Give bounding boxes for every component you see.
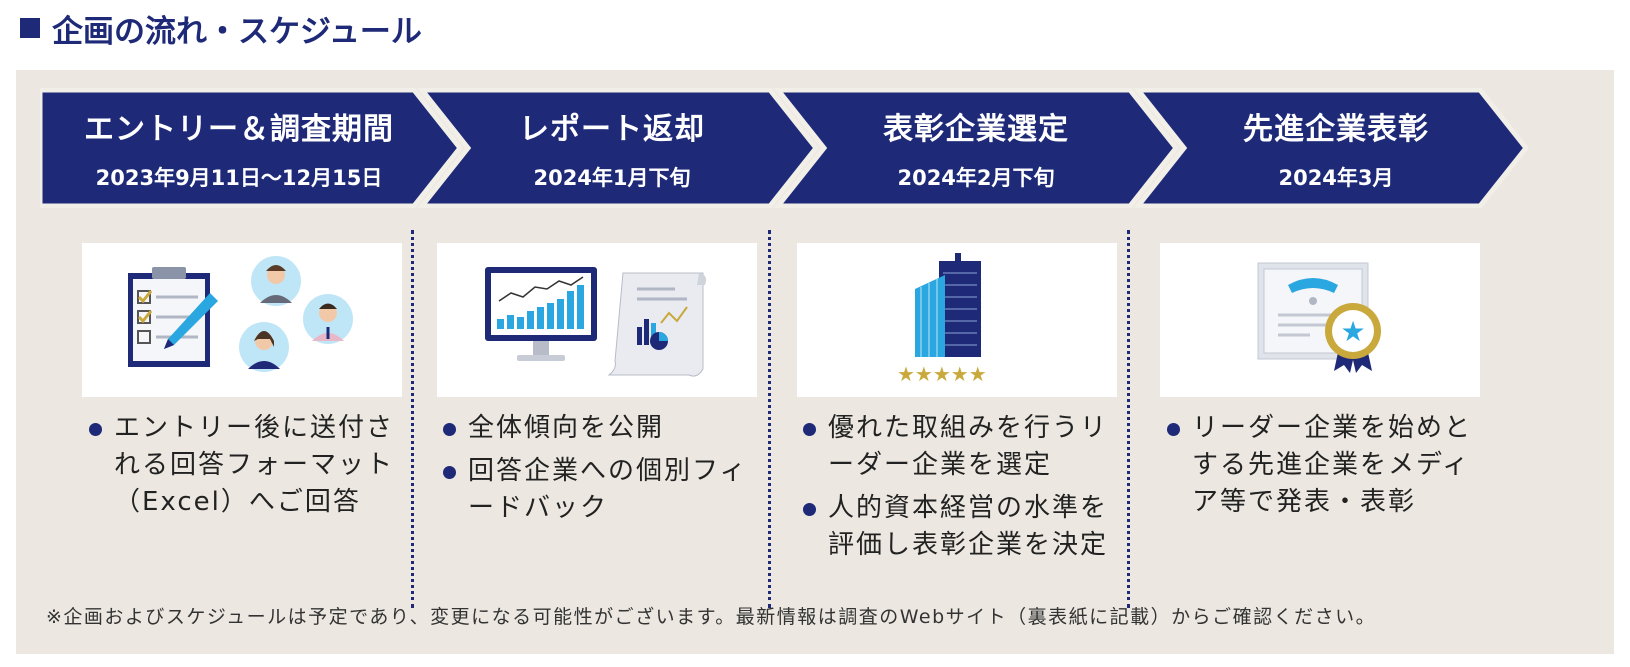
- step-4-title: 先進企業表彰: [1243, 112, 1429, 147]
- step-2-bullets: 全体傾向を公開 回答企業への個別フィードバック: [440, 410, 760, 533]
- bullet-item: リーダー企業を始めとする先進企業をメディア等で発表・表彰: [1164, 410, 1474, 521]
- svg-text:★: ★: [1340, 315, 1365, 348]
- step-4-header: 先進企業表彰 2024年3月: [1176, 88, 1496, 208]
- section-title-text: 企画の流れ・スケジュール: [52, 13, 422, 50]
- building-stars-icon: ★★★★★: [897, 253, 987, 386]
- monitor-chart-icon: [485, 267, 597, 361]
- step-1-bullets: エントリー後に送付される回答フォーマット（Excel）へご回答: [86, 410, 396, 527]
- step-2-illustration: [437, 243, 757, 397]
- section-title: 企画の流れ・スケジュール: [20, 6, 422, 50]
- bullet-item: 回答企業への個別フィードバック: [440, 453, 760, 527]
- step-arrow-2: [417, 88, 820, 208]
- bullet-item: エントリー後に送付される回答フォーマット（Excel）へご回答: [86, 410, 396, 521]
- step-4-date: 2024年3月: [1278, 166, 1394, 190]
- process-arrows: [40, 88, 1528, 208]
- bullet-item: 全体傾向を公開: [440, 410, 760, 447]
- step-arrow-1: [40, 88, 464, 208]
- checklist-pen-icon: [128, 267, 218, 367]
- step-2-title: レポート返却: [519, 112, 705, 147]
- square-bullet-icon: [20, 18, 40, 38]
- step-3-illustration: ★★★★★: [797, 243, 1117, 397]
- step-divider: [1127, 230, 1130, 608]
- certificate-award-icon: ★: [1257, 262, 1381, 373]
- svg-text:★★★★★: ★★★★★: [897, 362, 987, 386]
- step-1-date: 2023年9月11日～12月15日: [95, 166, 383, 190]
- step-4-illustration: ★: [1160, 243, 1480, 397]
- step-arrow-3: [773, 88, 1180, 208]
- step-divider: [768, 230, 771, 608]
- schedule-panel: エントリー＆調査期間 2023年9月11日～12月15日 レポート返却 2024…: [16, 70, 1614, 654]
- step-1-title: エントリー＆調査期間: [84, 112, 394, 147]
- step-4-bullets: リーダー企業を始めとする先進企業をメディア等で発表・表彰: [1164, 410, 1474, 527]
- schedule-note: ※企画およびスケジュールは予定であり、変更になる可能性がございます。最新情報は調…: [46, 606, 1377, 628]
- bullet-item: 優れた取組みを行うリーダー企業を選定: [800, 410, 1110, 484]
- step-3-date: 2024年2月下旬: [897, 166, 1055, 190]
- people-icon: [239, 256, 353, 372]
- bullet-item: 人的資本経営の水準を評価し表彰企業を決定: [800, 490, 1110, 564]
- step-1-header: エントリー＆調査期間 2023年9月11日～12月15日: [44, 88, 434, 208]
- step-3-bullets: 優れた取組みを行うリーダー企業を選定 人的資本経営の水準を評価し表彰企業を決定: [800, 410, 1110, 570]
- step-3-title: 表彰企業選定: [883, 112, 1069, 147]
- step-2-date: 2024年1月下旬: [533, 166, 691, 190]
- step-1-illustration: [82, 243, 402, 397]
- step-arrow-4: [1133, 88, 1528, 208]
- step-2-header: レポート返却 2024年1月下旬: [452, 88, 772, 208]
- step-3-header: 表彰企業選定 2024年2月下旬: [816, 88, 1136, 208]
- report-document-icon: [607, 272, 707, 377]
- step-divider: [411, 230, 414, 608]
